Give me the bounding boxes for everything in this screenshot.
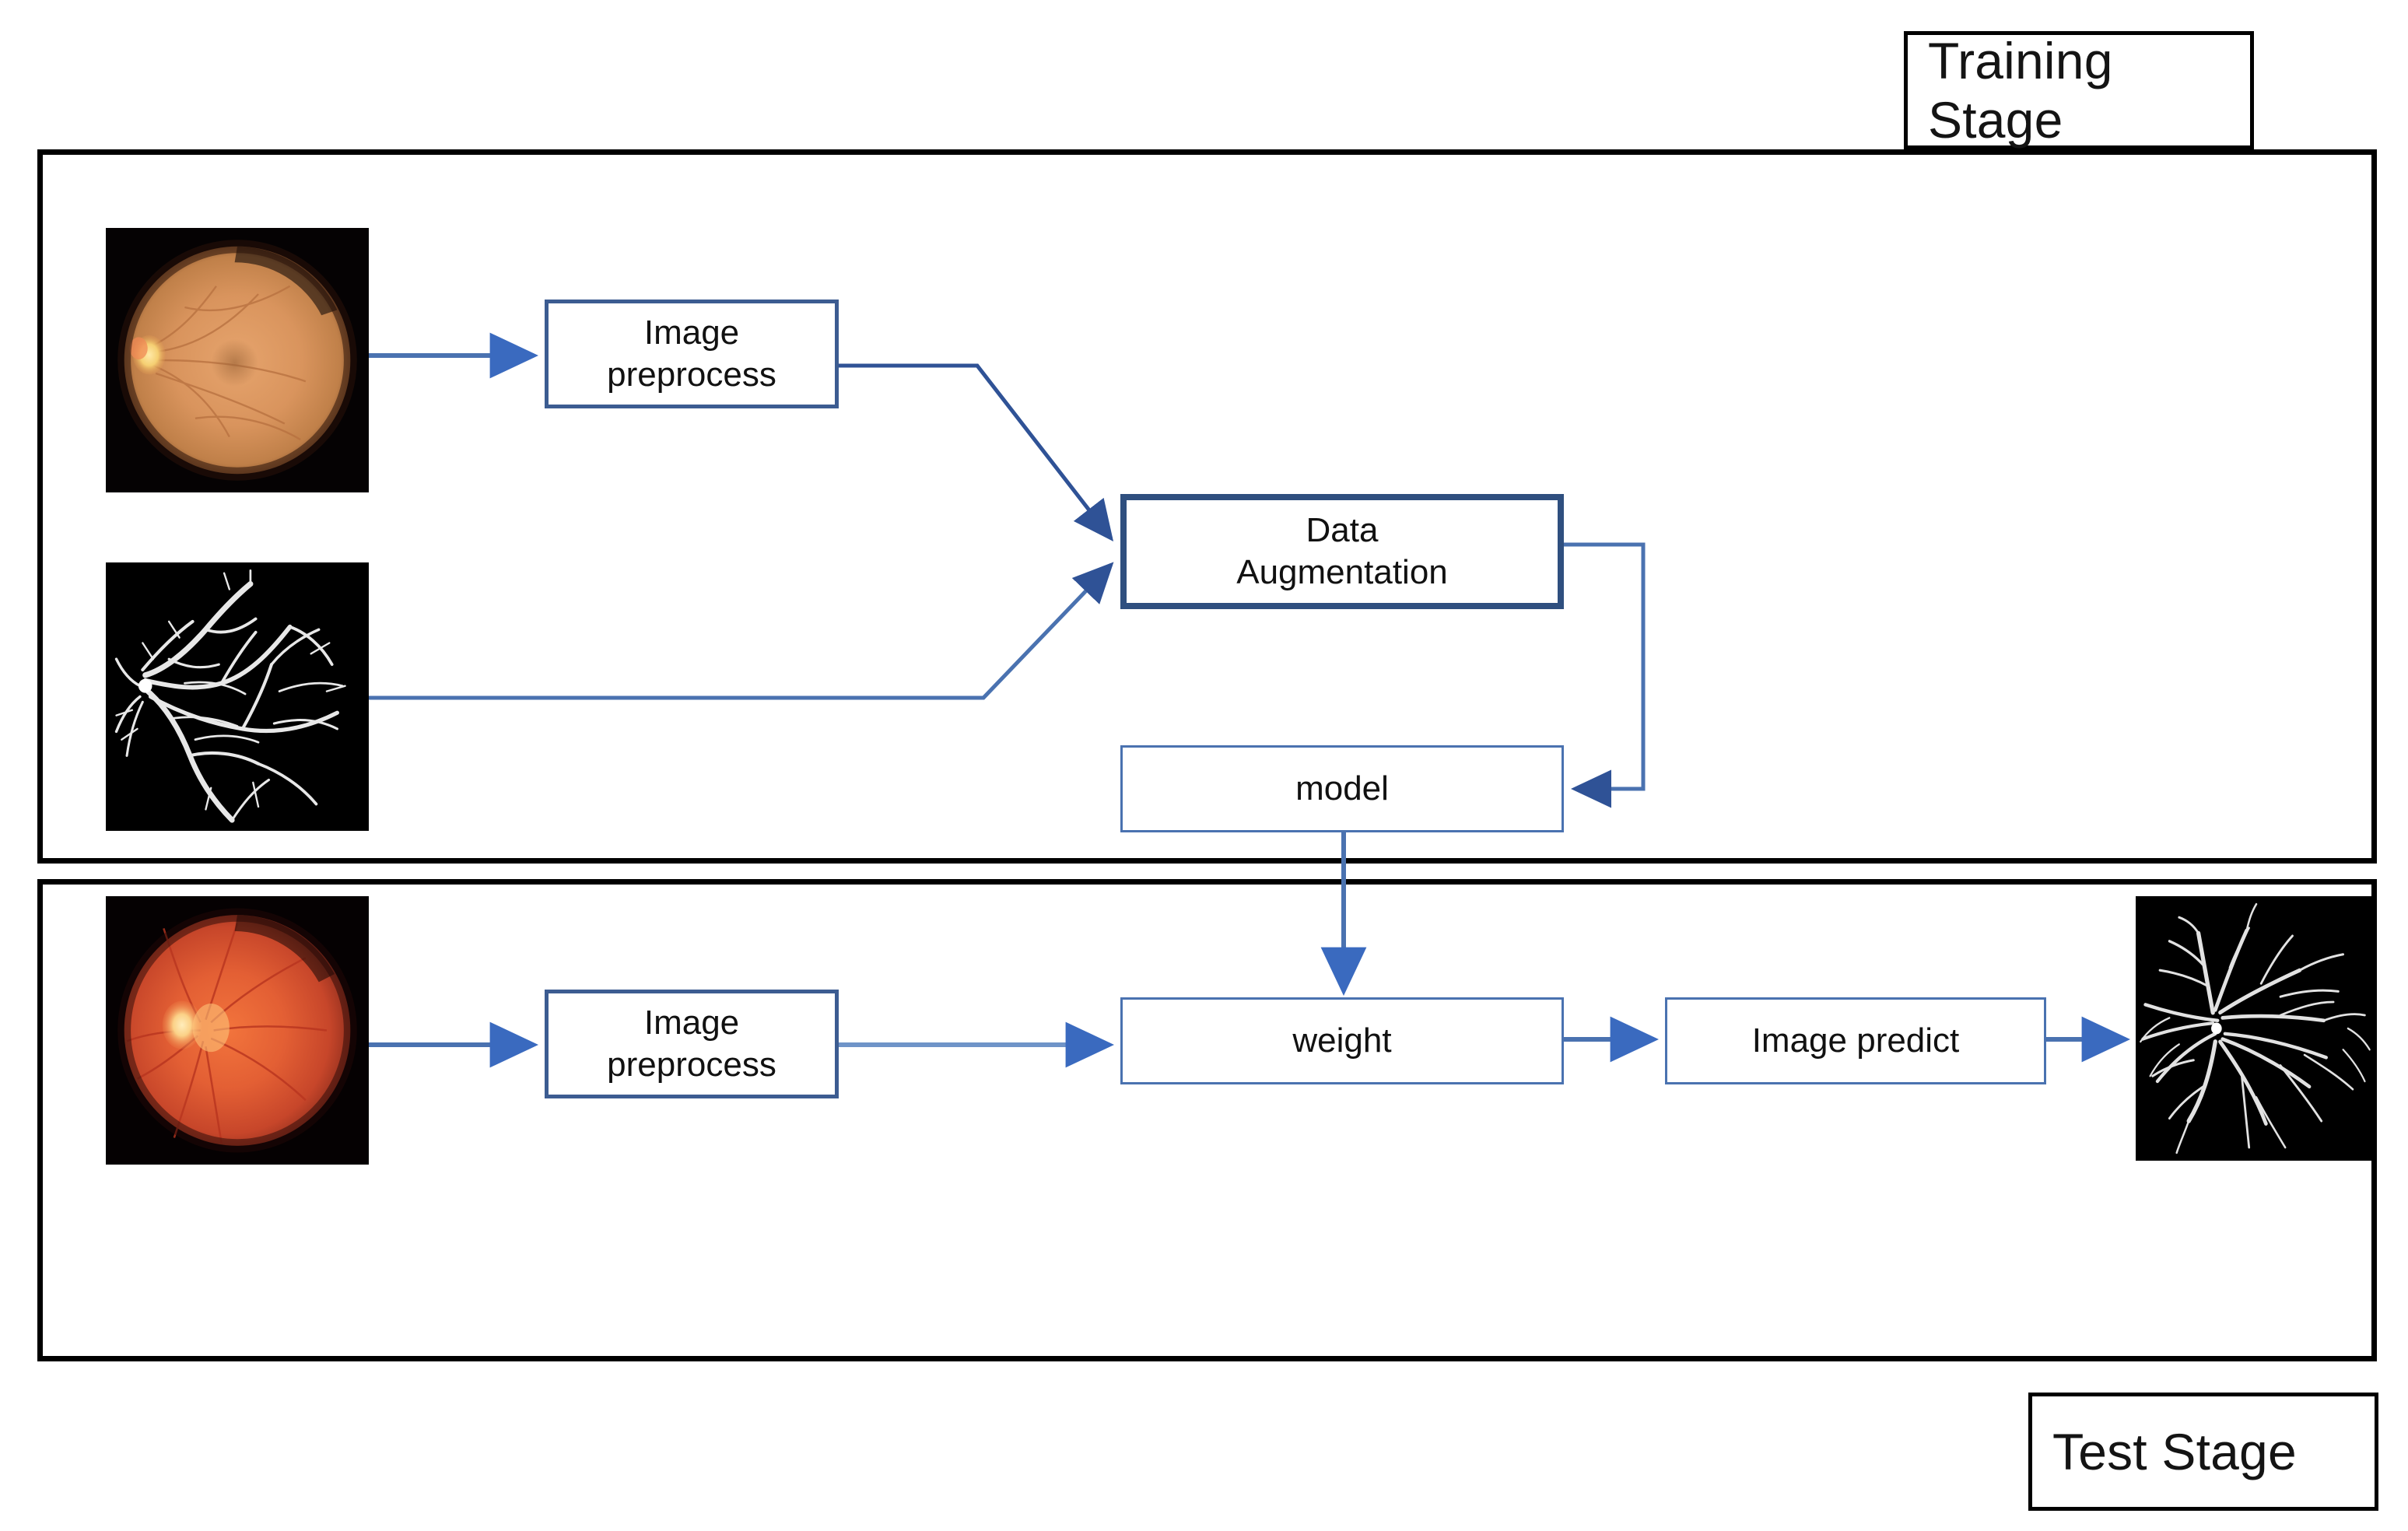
training-stage-label: Training Stage bbox=[1904, 31, 2254, 149]
test-image-preprocess-line1: Image bbox=[643, 1004, 740, 1042]
test-image-preprocess-box[interactable]: Image preprocess bbox=[545, 990, 839, 1098]
data-augmentation-box[interactable]: Data Augmentation bbox=[1120, 494, 1564, 609]
weight-label: weight bbox=[1292, 1021, 1392, 1060]
test-stage-label: Test Stage bbox=[2028, 1393, 2378, 1511]
model-box[interactable]: model bbox=[1120, 745, 1564, 832]
image-predict-label: Image predict bbox=[1751, 1021, 1960, 1060]
model-label: model bbox=[1295, 769, 1389, 808]
training-image-preprocess-box[interactable]: Image preprocess bbox=[545, 300, 839, 408]
training-image-preprocess-line2: preprocess bbox=[607, 356, 776, 394]
image-predict-box[interactable]: Image predict bbox=[1665, 997, 2046, 1084]
training-image-preprocess-line1: Image bbox=[643, 314, 740, 352]
test-stage-label-text: Test Stage bbox=[2052, 1423, 2297, 1480]
training-stage-label-text: Training Stage bbox=[1928, 32, 2113, 149]
training-ground-truth-vessel-image bbox=[106, 562, 369, 831]
test-image-preprocess-line2: preprocess bbox=[607, 1046, 776, 1084]
data-augmentation-line1: Data bbox=[1306, 511, 1379, 550]
test-stage-panel bbox=[37, 879, 2377, 1361]
training-input-fundus-image bbox=[106, 228, 369, 492]
test-input-fundus-image bbox=[106, 896, 369, 1165]
weight-box[interactable]: weight bbox=[1120, 997, 1564, 1084]
data-augmentation-line2: Augmentation bbox=[1236, 553, 1448, 591]
test-output-vessel-image bbox=[2136, 896, 2377, 1161]
